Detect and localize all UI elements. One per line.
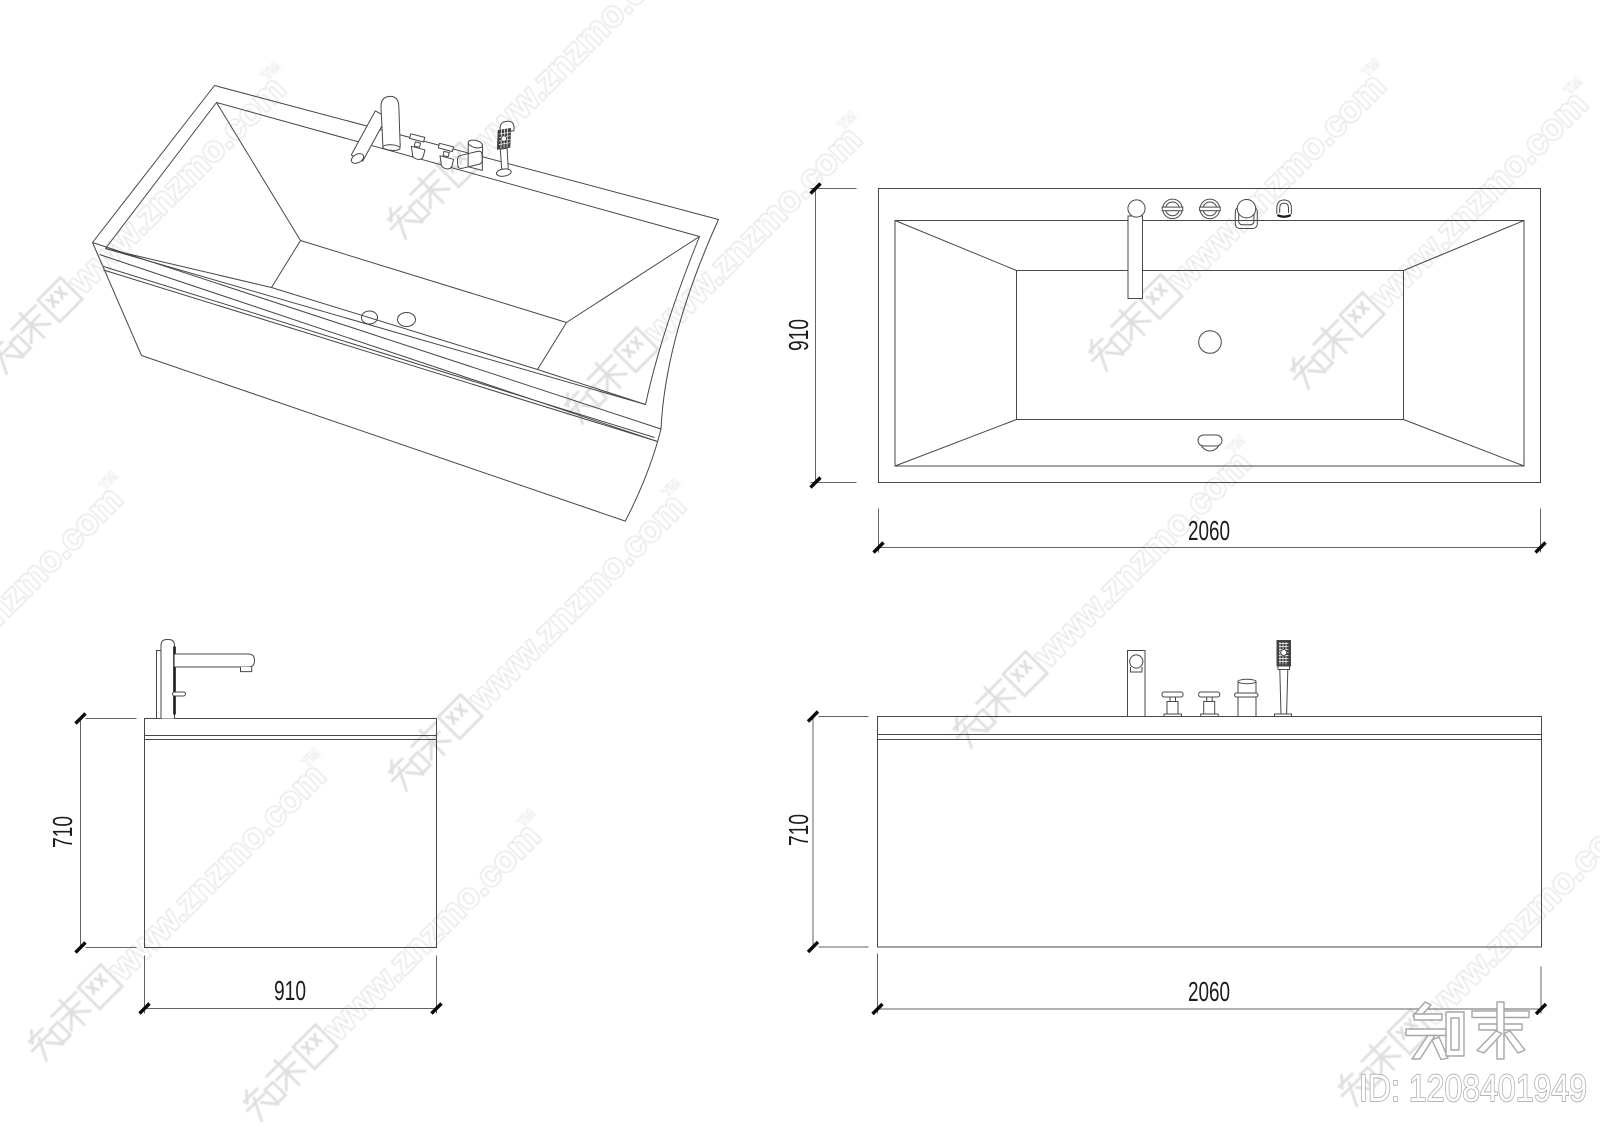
svg-text:ID: 1208401949: ID: 1208401949 (1359, 1068, 1587, 1110)
svg-text:910: 910 (783, 319, 814, 351)
svg-text:910: 910 (274, 975, 306, 1006)
svg-text:2060: 2060 (1188, 976, 1230, 1007)
svg-text:2060: 2060 (1188, 515, 1230, 546)
svg-text:710: 710 (47, 816, 78, 848)
svg-text:710: 710 (783, 814, 814, 846)
